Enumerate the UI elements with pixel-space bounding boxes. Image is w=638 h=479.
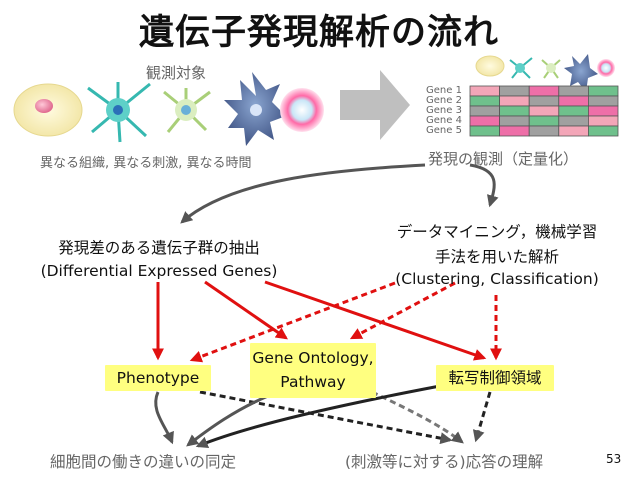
cell-images-right — [475, 54, 615, 92]
heatmap-cell — [558, 115, 589, 127]
heatmap-cell — [499, 105, 530, 117]
heatmap-cell — [558, 105, 589, 117]
targets-label: 観測対象 — [146, 64, 207, 82]
cell-icon-neuron — [87, 82, 151, 143]
gene-labels: Gene 1 Gene 2 Gene 3 Gene 4 Gene 5 — [426, 86, 462, 136]
heatmap-cell — [499, 85, 530, 97]
expression-heatmap — [469, 85, 619, 137]
heatmap-cell — [528, 115, 560, 127]
conditions-label: 異なる組織, 異なる刺激, 異なる時間 — [40, 156, 252, 171]
gene-ontology-box: Gene Ontology, Pathway — [250, 343, 376, 398]
cell-icon-spiky — [224, 72, 286, 146]
tf-region-box: 転写制御領域 — [436, 365, 554, 391]
cell-icon-star — [163, 88, 211, 133]
arrow-observation-to-mining — [469, 163, 499, 208]
gene-label: Gene 4 — [426, 115, 462, 126]
arrow-tf-to-response — [472, 391, 492, 443]
heatmap-cell — [588, 85, 619, 97]
small-cell-ring — [597, 59, 615, 77]
cell-nucleus-icon — [35, 99, 53, 113]
gene-ontology-line-1: Gene Ontology, — [252, 349, 374, 367]
arrow-mining-to-phenotype — [189, 281, 396, 363]
heatmap-cell — [528, 125, 560, 137]
heatmap-cell — [469, 85, 501, 97]
small-cell-neuron — [509, 57, 533, 79]
heatmap-cell — [499, 125, 530, 137]
heatmap-cell — [469, 95, 501, 107]
heatmap-cell — [558, 85, 589, 97]
gene-label: Gene 2 — [426, 95, 462, 106]
heatmap-cell — [528, 95, 560, 107]
heatmap-cell — [588, 95, 619, 107]
arrow-phenotype-to-response — [199, 390, 453, 445]
heatmap-cell — [469, 115, 501, 127]
small-cell-star — [541, 59, 561, 79]
heatmap-cell — [469, 105, 501, 117]
mining-line-2: 手法を用いた解析 — [434, 248, 559, 266]
heatmap-cell — [558, 125, 589, 137]
heatmap-cell — [588, 105, 619, 117]
heatmap-cell — [499, 115, 530, 127]
arrow-deg-to-tf — [264, 280, 487, 361]
outcome-cell-differences: 細胞間の働きの違いの同定 — [50, 453, 237, 471]
heatmap-cell — [499, 95, 530, 107]
heatmap-cell — [469, 125, 501, 137]
arrow-tf-to-cells — [195, 384, 441, 448]
gene-label: Gene 1 — [426, 85, 462, 96]
small-cell-spiky — [564, 54, 598, 92]
slide-title: 遺伝子発現解析の流れ — [138, 13, 499, 53]
cell-icon-ring — [280, 88, 324, 132]
gene-ontology-line-2: Pathway — [280, 373, 346, 391]
deg-line-2: (Differential Expressed Genes) — [40, 262, 278, 280]
small-cell-round — [475, 55, 505, 77]
transition-arrow — [340, 70, 410, 140]
mining-line-3: (Clustering, Classification) — [395, 270, 599, 288]
deg-line-1: 発現差のある遺伝子群の抽出 — [58, 239, 260, 257]
arrow-deg-to-go — [204, 280, 288, 340]
arrow-observation-to-deg — [180, 163, 426, 224]
heatmap-cell — [588, 125, 619, 137]
page-number: 53 — [606, 452, 622, 466]
arrow-go-to-cells — [186, 394, 269, 447]
heatmap-cell — [528, 105, 560, 117]
arrow-phenotype-to-cells — [154, 391, 174, 445]
heatmap-cell — [588, 115, 619, 127]
outcome-response-understanding: (刺激等に対する)応答の理解 — [345, 453, 544, 471]
observation-label: 発現の観測（定量化） — [428, 150, 579, 168]
cell-images-left — [13, 72, 324, 146]
heatmap-cell — [558, 95, 589, 107]
mining-line-1: データマイニング，機械学習 — [396, 223, 598, 241]
gene-label: Gene 3 — [426, 105, 462, 116]
phenotype-box: Phenotype — [105, 365, 211, 391]
heatmap-cell — [528, 85, 560, 97]
gene-label: Gene 5 — [426, 125, 462, 136]
